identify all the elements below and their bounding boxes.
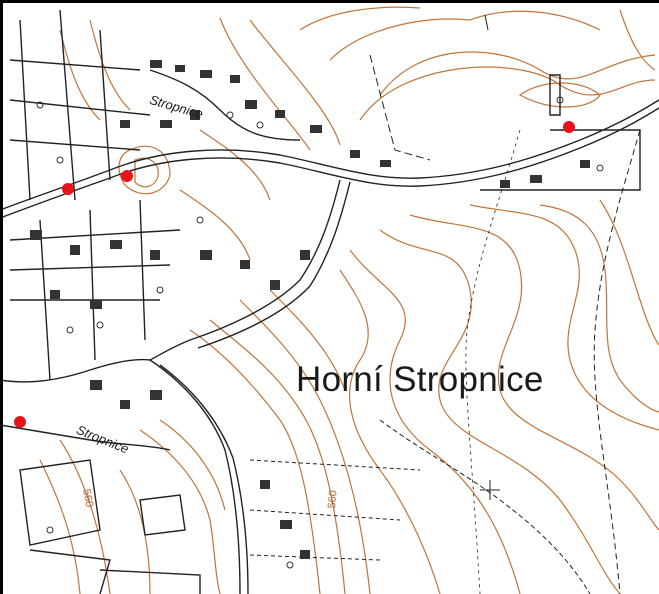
buildings <box>30 60 590 559</box>
red-markers <box>14 121 575 428</box>
red-marker <box>62 183 74 195</box>
cross-symbol <box>480 480 500 500</box>
tree-symbols <box>36 96 604 569</box>
roads <box>0 9 659 594</box>
place-label: Horní Stropnice <box>296 360 544 399</box>
contour-label: 560 <box>326 489 340 510</box>
contour-lines <box>39 6 659 594</box>
red-marker <box>563 121 575 133</box>
red-marker <box>121 170 133 182</box>
red-marker <box>14 416 26 428</box>
